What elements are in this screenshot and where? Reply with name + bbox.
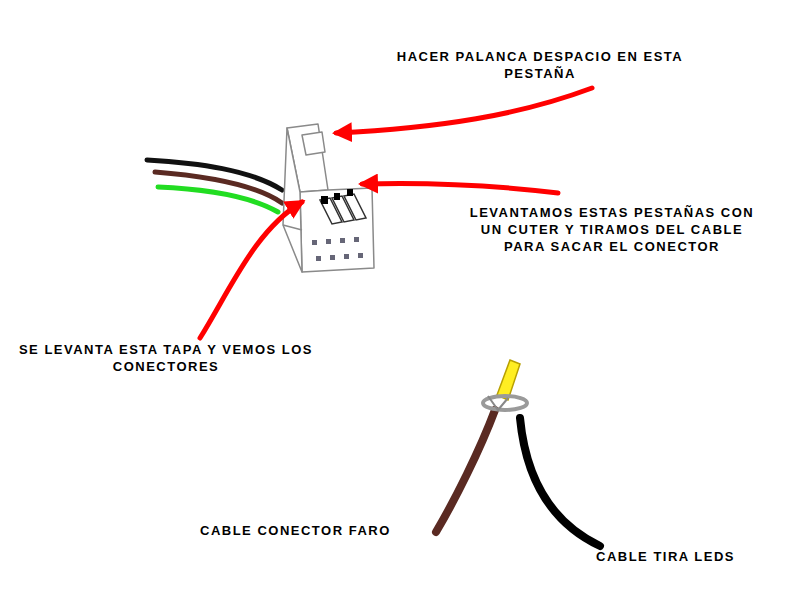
terminal-tab	[347, 189, 353, 196]
pin-hole	[312, 240, 317, 245]
pin-hole	[316, 256, 321, 261]
instruction-note: SE LEVANTA ESTA TAPA Y VEMOS LOS CONECTO…	[8, 341, 324, 375]
terminal-slot	[344, 194, 366, 220]
pin-hole	[326, 239, 331, 244]
red-arrow	[336, 88, 592, 133]
headlight-wire	[436, 410, 495, 532]
red-arrow	[362, 183, 558, 193]
green-wire	[158, 187, 278, 212]
crimp-ring	[483, 396, 527, 410]
terminal-tab	[321, 196, 328, 204]
connector-side	[283, 128, 302, 272]
pin-hole	[340, 238, 345, 243]
pin-hole	[344, 254, 349, 259]
connector-body	[300, 188, 374, 272]
wire-label: CABLE CONECTOR FARO	[200, 522, 391, 539]
led-strip-wire	[520, 418, 600, 546]
terminal-tab	[334, 193, 340, 200]
wire-label: CABLE TIRA LEDS	[596, 548, 735, 565]
red-arrow	[200, 202, 302, 338]
connector-edge	[283, 225, 302, 230]
connector-tab	[302, 132, 325, 155]
yellow-terminal	[497, 360, 520, 400]
instruction-note: HACER PALANCA DESPACIO EN ESTA PESTAÑA	[390, 48, 690, 82]
pin-hole	[354, 237, 359, 242]
instruction-note: LEVANTAMOS ESTAS PESTAÑAS CON UN CUTER Y…	[462, 204, 762, 255]
crimp-detail	[488, 396, 508, 410]
pin-hole	[358, 253, 363, 258]
pin-hole	[330, 255, 335, 260]
